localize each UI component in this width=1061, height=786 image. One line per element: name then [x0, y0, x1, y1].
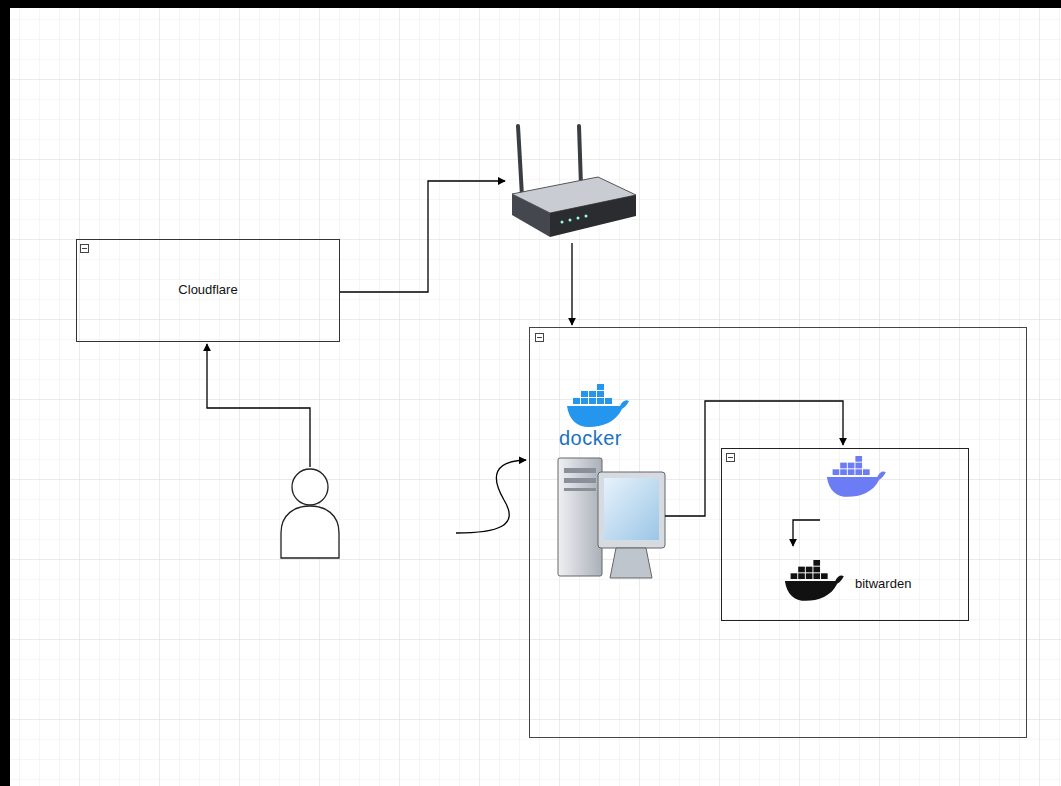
node-label: bitwarden — [855, 577, 911, 592]
router-icon — [512, 126, 636, 237]
flow-arrows — [207, 181, 843, 546]
frame-strip — [0, 0, 10, 786]
container-box: bitwarden — [721, 448, 969, 621]
node-label: Cloudflare — [77, 283, 339, 298]
user-icon — [281, 469, 339, 558]
group-box: bitwarden docker — [529, 327, 1027, 738]
server-icon — [558, 458, 665, 578]
container-icon — [785, 560, 844, 601]
group-box: Cloudflare — [76, 239, 340, 342]
frame-strip — [0, 0, 1061, 8]
docker-logo — [567, 384, 629, 427]
node-label: docker — [559, 427, 622, 450]
container-icon — [827, 456, 886, 497]
collapse-icons — [81, 245, 735, 462]
